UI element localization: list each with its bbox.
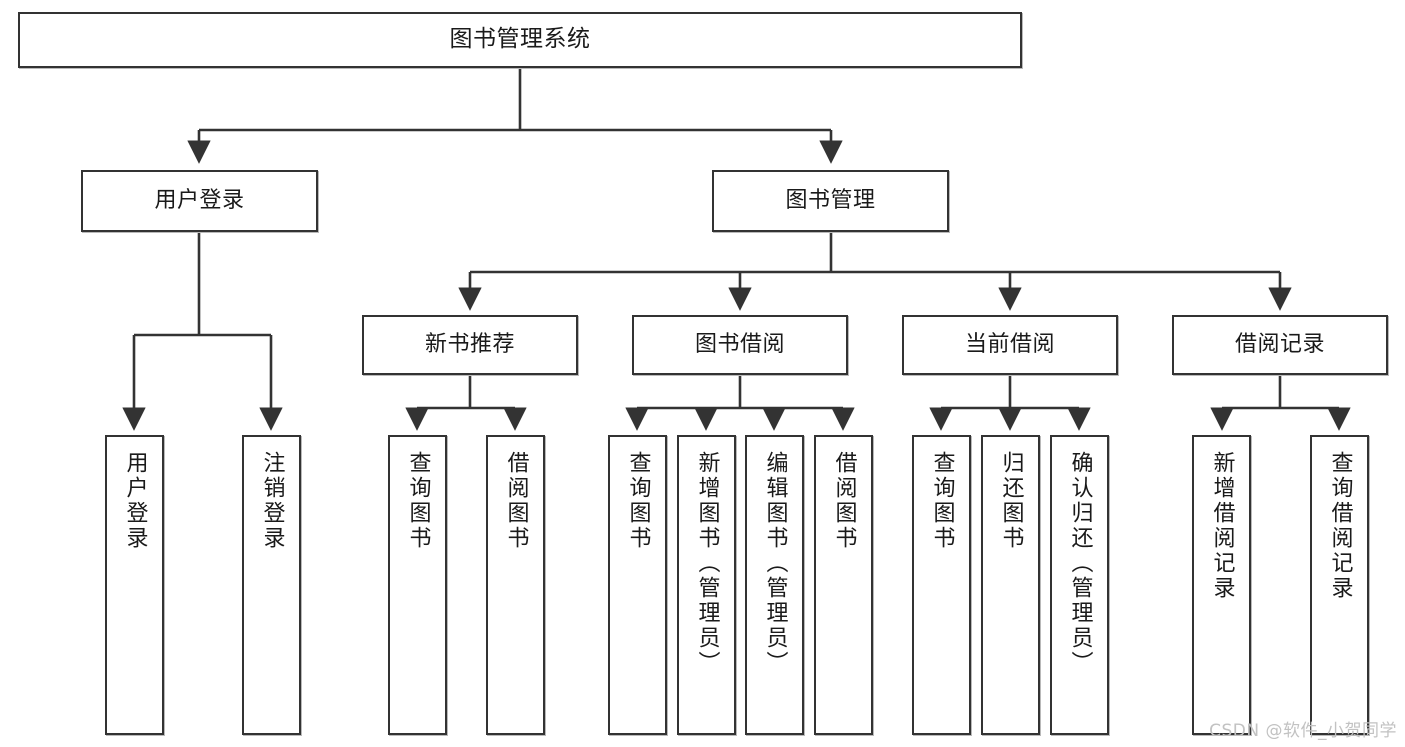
node-book-borrow[interactable]: 图书借阅 — [632, 315, 848, 375]
node-book-borrow-label: 图书借阅 — [694, 332, 785, 358]
leaf-current-borrow-confirm-return[interactable]: 确认归还（管理员） — [1050, 435, 1109, 735]
leaf-book-borrow-add[interactable]: 新增图书（管理员） — [677, 435, 736, 735]
leaf-book-borrow-edit[interactable]: 编辑图书（管理员） — [745, 435, 804, 735]
leaf-user-login-logout-label: 注销登录 — [259, 451, 285, 551]
node-book-management[interactable]: 图书管理 — [712, 170, 949, 232]
node-user-login[interactable]: 用户登录 — [81, 170, 318, 232]
leaf-new-book-query[interactable]: 查询图书 — [388, 435, 447, 735]
leaf-current-borrow-query[interactable]: 查询图书 — [912, 435, 971, 735]
leaf-borrow-record-query-label: 查询借阅记录 — [1327, 451, 1353, 601]
leaf-book-borrow-borrow-label: 借阅图书 — [831, 451, 857, 551]
node-current-borrow-label: 当前借阅 — [964, 332, 1055, 358]
leaf-book-borrow-query[interactable]: 查询图书 — [608, 435, 667, 735]
node-current-borrow[interactable]: 当前借阅 — [902, 315, 1118, 375]
node-book-management-label: 图书管理 — [785, 188, 876, 214]
leaf-new-book-query-label: 查询图书 — [405, 451, 431, 551]
node-borrow-record-label: 借阅记录 — [1234, 332, 1325, 358]
leaf-borrow-record-add-label: 新增借阅记录 — [1209, 451, 1235, 601]
leaf-current-borrow-return-label: 归还图书 — [998, 451, 1024, 551]
csdn-watermark: CSDN @软件_小贺同学 — [1209, 721, 1397, 741]
leaf-current-borrow-query-label: 查询图书 — [929, 451, 955, 551]
leaf-current-borrow-return[interactable]: 归还图书 — [981, 435, 1040, 735]
leaf-user-login-logout[interactable]: 注销登录 — [242, 435, 301, 735]
leaf-book-borrow-borrow[interactable]: 借阅图书 — [814, 435, 873, 735]
leaf-user-login-login-label: 用户登录 — [122, 451, 148, 551]
node-root[interactable]: 图书管理系统 — [18, 12, 1022, 68]
leaf-new-book-borrow[interactable]: 借阅图书 — [486, 435, 545, 735]
node-user-login-label: 用户登录 — [154, 188, 245, 214]
leaf-user-login-login[interactable]: 用户登录 — [105, 435, 164, 735]
leaf-current-borrow-confirm-return-label: 确认归还（管理员） — [1067, 451, 1093, 676]
leaf-book-borrow-edit-label: 编辑图书（管理员） — [762, 451, 788, 676]
leaf-borrow-record-query[interactable]: 查询借阅记录 — [1310, 435, 1369, 735]
node-new-book-recommend[interactable]: 新书推荐 — [362, 315, 578, 375]
node-root-label: 图书管理系统 — [449, 26, 591, 53]
leaf-new-book-borrow-label: 借阅图书 — [503, 451, 529, 551]
leaf-borrow-record-add[interactable]: 新增借阅记录 — [1192, 435, 1251, 735]
node-borrow-record[interactable]: 借阅记录 — [1172, 315, 1388, 375]
leaf-book-borrow-add-label: 新增图书（管理员） — [694, 451, 720, 676]
node-new-book-recommend-label: 新书推荐 — [424, 332, 515, 358]
leaf-book-borrow-query-label: 查询图书 — [625, 451, 651, 551]
